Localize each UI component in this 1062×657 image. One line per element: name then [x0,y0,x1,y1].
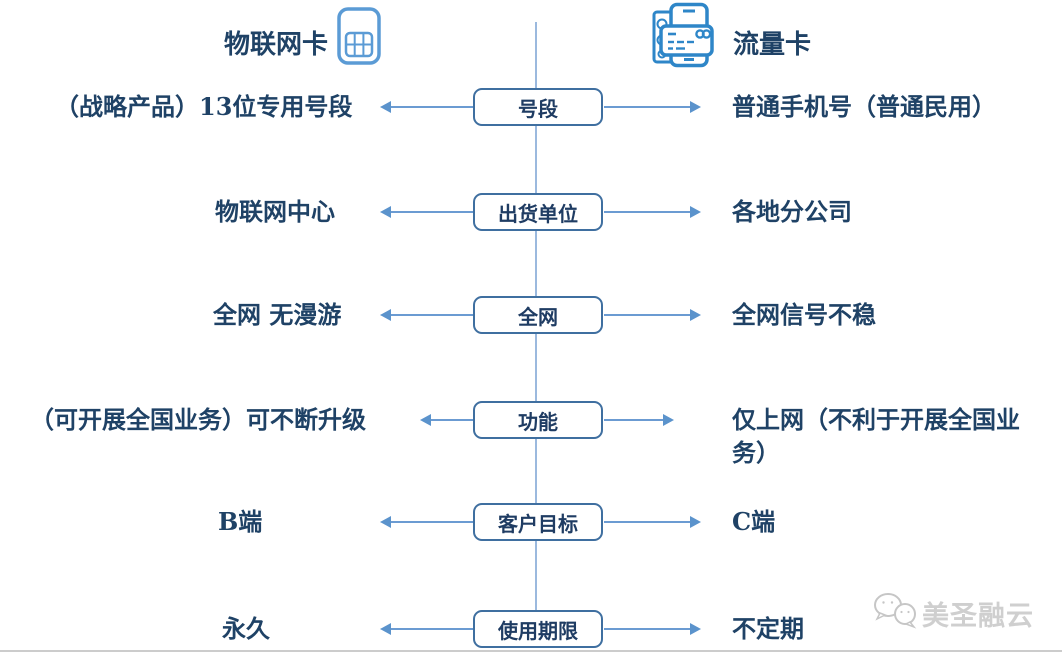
left-arrow [380,101,474,113]
right-column-title: 流量卡 [733,30,812,60]
category-label: 全网 [518,304,558,329]
left-item: （战略产品）13位专用号段 [55,92,353,121]
category-box: 使用期限 [473,610,603,648]
category-box: 客户目标 [473,503,603,541]
category-label: 客户目标 [498,511,578,536]
right-item: 不定期 [732,614,804,643]
right-item: 普通手机号（普通民用） [732,92,996,121]
left-item: 永久 [222,614,270,643]
right-item: 仅上网（不利于开展全国业务） [732,405,1020,467]
phone-data-card-icon [652,2,714,68]
left-arrow [380,309,474,321]
category-label: 使用期限 [498,618,578,643]
sim-card-icon [337,7,381,65]
wechat-icon [874,593,917,629]
right-item: 全网信号不稳 [732,300,876,329]
right-arrow [604,623,701,635]
left-arrow [380,206,474,218]
left-column-title: 物联网卡 [224,30,329,60]
category-label: 功能 [518,409,558,434]
left-arrow [420,414,474,426]
category-label: 号段 [518,96,558,121]
left-arrow [380,516,474,528]
right-arrow [604,309,701,321]
category-box: 出货单位 [473,193,603,231]
right-arrow [604,516,701,528]
category-box: 全网 [473,296,603,334]
category-box: 功能 [473,401,603,439]
bottom-divider [0,650,1062,652]
right-arrow [604,101,701,113]
left-item: 物联网中心 [215,197,335,226]
right-item: 各地分公司 [732,197,852,226]
category-box: 号段 [473,88,603,126]
left-arrow [380,623,474,635]
right-arrow [604,206,701,218]
watermark-label: 美圣融云 [922,601,1034,632]
left-item: 全网 无漫游 [213,300,342,329]
right-arrow [604,414,674,426]
left-item: （可开展全国业务）可不断升级 [30,405,366,434]
category-label: 出货单位 [498,201,578,226]
center-flow-line [535,22,537,646]
left-item: B端 [218,507,263,536]
right-item: C端 [732,507,776,536]
